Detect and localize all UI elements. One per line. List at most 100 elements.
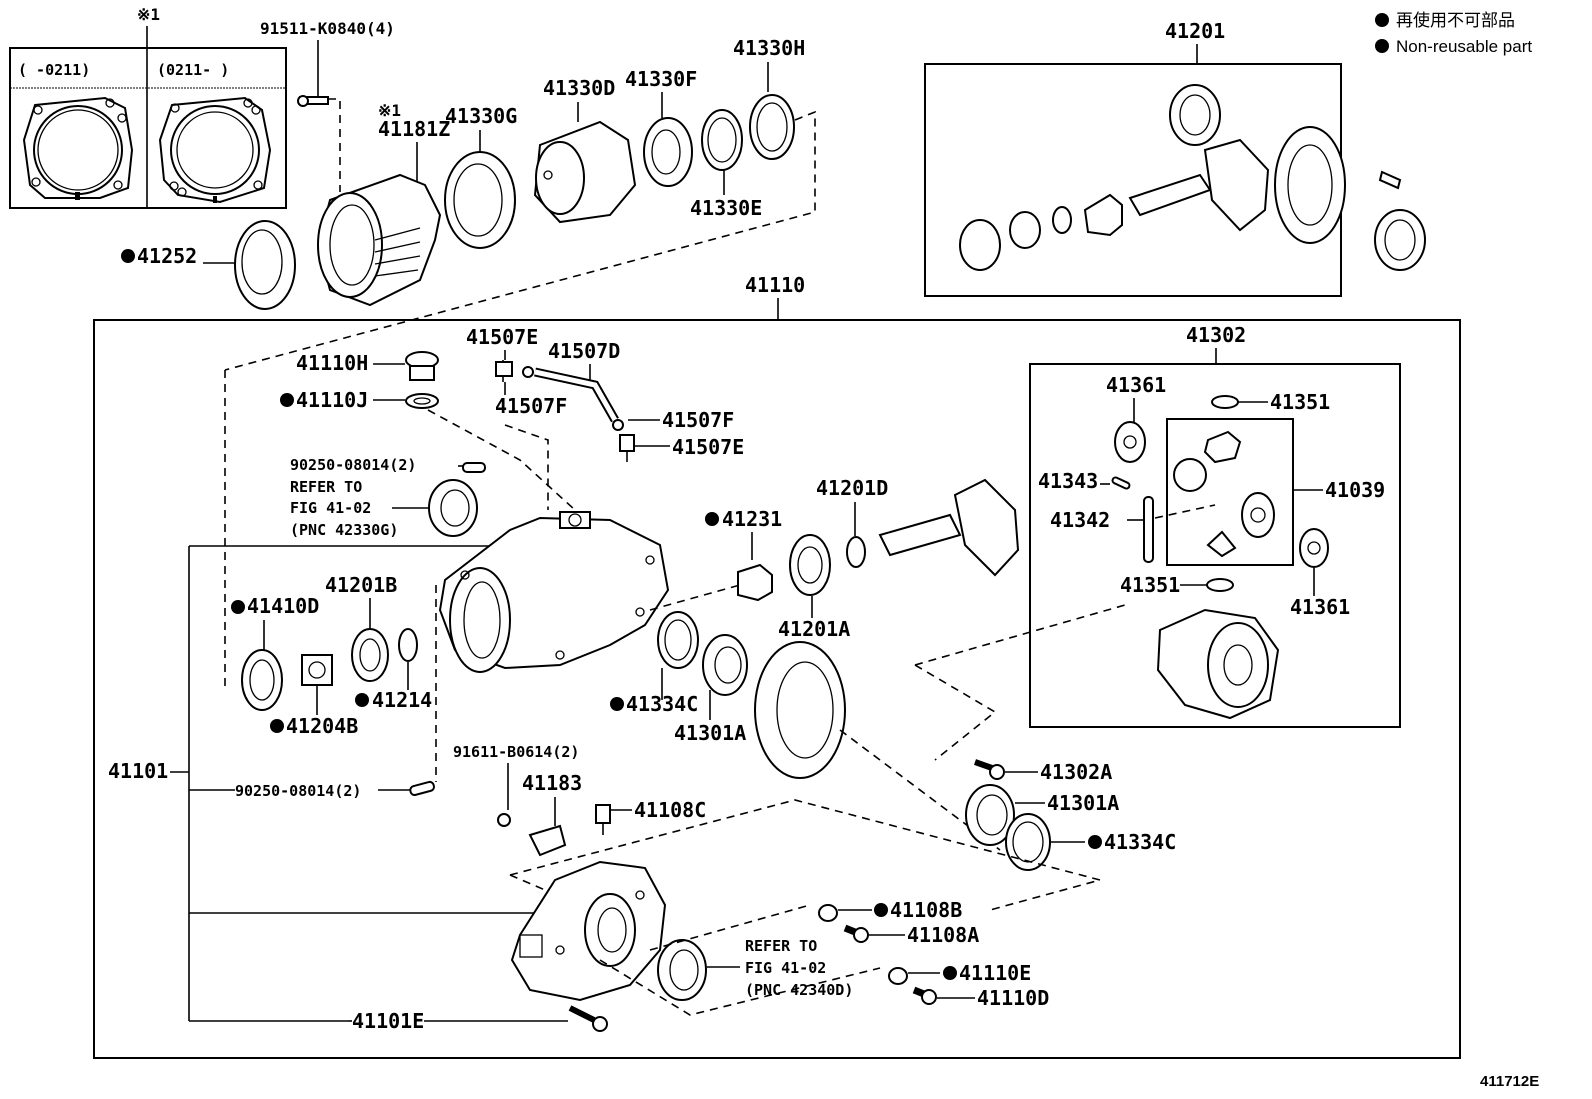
svg-text:41330E: 41330E <box>690 196 762 220</box>
callout-41302[interactable]: 41302 <box>1186 323 1246 364</box>
callout-41507E-right[interactable]: 41507E <box>634 435 744 459</box>
svg-text:41343: 41343 <box>1038 469 1098 493</box>
callout-41183[interactable]: 41183 <box>522 771 582 826</box>
callout-41330G[interactable]: 41330G <box>445 104 517 152</box>
callout-41342[interactable]: 41342 <box>1050 508 1143 532</box>
svg-text:(PNC 42340D): (PNC 42340D) <box>745 981 853 999</box>
callout-41361-a[interactable]: 41361 <box>1106 373 1166 425</box>
callout-41108C[interactable]: 41108C <box>610 798 706 822</box>
callout-41201B[interactable]: 41201B <box>325 573 397 628</box>
callout-41110J[interactable]: 41110J <box>280 388 405 412</box>
svg-text:41334C: 41334C <box>626 692 698 716</box>
svg-text:41110: 41110 <box>745 273 805 297</box>
ring-gear-icon <box>754 641 846 779</box>
callout-41301A-b[interactable]: 41301A <box>1015 791 1119 815</box>
callout-41110D[interactable]: 41110D <box>937 986 1049 1010</box>
gasket-old-icon <box>22 96 134 200</box>
sleeve-41330D-icon <box>533 120 637 224</box>
callout-41507D[interactable]: 41507D <box>548 339 620 380</box>
svg-text:41201A: 41201A <box>778 617 850 641</box>
callout-41330H[interactable]: 41330H <box>733 36 805 92</box>
callout-41201D[interactable]: 41201D <box>816 476 888 536</box>
callout-41507F-right[interactable]: 41507F <box>628 408 734 432</box>
callout-41108A[interactable]: 41108A <box>869 923 979 947</box>
callout-41252[interactable]: 41252 <box>121 244 236 268</box>
callout-41351-a[interactable]: 41351 <box>1238 390 1330 414</box>
callout-41231[interactable]: 41231 <box>705 507 782 560</box>
pin-90250-bottom-icon <box>409 780 435 797</box>
svg-text:41507F: 41507F <box>662 408 734 432</box>
non-reusable-marker-icon <box>1088 835 1102 849</box>
svg-text:90250-08014(2): 90250-08014(2) <box>235 782 361 800</box>
callout-41039[interactable]: 41039 <box>1293 478 1385 502</box>
shaft-41342-icon <box>1143 496 1154 563</box>
svg-text:41231: 41231 <box>722 507 782 531</box>
callout-41110E[interactable]: 41110E <box>908 961 1031 985</box>
callout-41108B[interactable]: 41108B <box>838 898 962 922</box>
svg-text:41351: 41351 <box>1270 390 1330 414</box>
svg-text:REFER TO: REFER TO <box>745 937 817 955</box>
svg-text:FIG 41-02: FIG 41-02 <box>290 499 371 517</box>
callout-41101[interactable]: 41101 <box>108 759 189 783</box>
svg-text:41101E: 41101E <box>352 1009 424 1033</box>
callout-41330F[interactable]: 41330F <box>625 67 697 118</box>
svg-text:41410D: 41410D <box>247 594 319 618</box>
gasket-41110J-icon <box>405 393 439 409</box>
svg-text:41330D: 41330D <box>543 76 615 100</box>
callout-41302A[interactable]: 41302A <box>1005 760 1112 784</box>
svg-text:41302: 41302 <box>1186 323 1246 347</box>
callout-41101E[interactable]: 41101E <box>348 1009 568 1033</box>
non-reusable-marker-icon <box>1375 13 1389 27</box>
non-reusable-marker-icon <box>1375 39 1389 53</box>
svg-text:※1: ※1 <box>378 101 401 120</box>
non-reusable-marker-icon <box>270 719 284 733</box>
nut-41204B-icon <box>301 654 333 686</box>
svg-text:41301A: 41301A <box>674 721 746 745</box>
refer-note-42340D: REFER TO FIG 41-02 (PNC 42340D) <box>707 937 853 999</box>
callout-41110H[interactable]: 41110H <box>296 351 405 375</box>
callout-90250-bottom[interactable]: 90250-08014(2) <box>235 782 410 800</box>
callout-41110[interactable]: 41110 <box>745 273 805 320</box>
seal-41334C-b-icon <box>1005 813 1051 871</box>
callout-41330D[interactable]: 41330D <box>543 76 615 122</box>
callout-41301A-a[interactable]: 41301A <box>674 690 746 745</box>
callout-91511-K0840[interactable]: 91511-K0840(4) <box>260 19 395 97</box>
svg-text:41334C: 41334C <box>1104 830 1176 854</box>
svg-text:41204B: 41204B <box>286 714 358 738</box>
callout-41351-b[interactable]: 41351 <box>1120 573 1207 597</box>
washer-41201D-icon <box>846 536 866 568</box>
callout-41507E-top[interactable]: 41507E <box>466 325 538 360</box>
callout-41201A[interactable]: 41201A <box>778 596 850 641</box>
callout-41204B[interactable]: 41204B <box>270 686 358 738</box>
svg-text:41108A: 41108A <box>907 923 979 947</box>
svg-text:41301A: 41301A <box>1047 791 1119 815</box>
svg-text:41330G: 41330G <box>445 104 517 128</box>
bolt-91511-icon <box>297 95 329 107</box>
svg-text:41108C: 41108C <box>634 798 706 822</box>
plate-41183-icon <box>528 824 567 857</box>
bolt-41101E-icon <box>568 1005 608 1032</box>
plug-41108A-icon <box>843 924 869 943</box>
svg-text:REFER TO: REFER TO <box>290 478 362 496</box>
carrier-assembly-box <box>93 319 1461 1059</box>
pinion-gear-kit-41039-icon <box>1173 430 1275 558</box>
callout-41507F-left[interactable]: 41507F <box>495 382 567 418</box>
callout-41343[interactable]: 41343 <box>1038 469 1110 493</box>
callout-41201[interactable]: 41201 <box>1165 19 1225 64</box>
spacer-41231-icon <box>737 563 773 602</box>
seal-41330H-icon <box>749 94 795 160</box>
svg-text:FIG 41-02: FIG 41-02 <box>745 959 826 977</box>
non-reusable-marker-icon <box>705 512 719 526</box>
callout-41361-b[interactable]: 41361 <box>1290 568 1350 619</box>
callout-41334C-a[interactable]: 41334C <box>610 668 698 716</box>
bolt-91611-icon <box>497 813 511 827</box>
callout-41334C-b[interactable]: 41334C <box>1050 830 1176 854</box>
callout-41330E[interactable]: 41330E <box>690 160 762 220</box>
callout-41214[interactable]: 41214 <box>355 662 432 712</box>
non-reusable-marker-icon <box>943 966 957 980</box>
callout-41410D[interactable]: 41410D <box>231 594 319 650</box>
callout-41181Z[interactable]: ※1 41181Z <box>378 101 450 186</box>
callout-91611-B0614[interactable]: 91611-B0614(2) <box>453 743 579 810</box>
svg-text:91511-K0840(4): 91511-K0840(4) <box>260 19 395 38</box>
